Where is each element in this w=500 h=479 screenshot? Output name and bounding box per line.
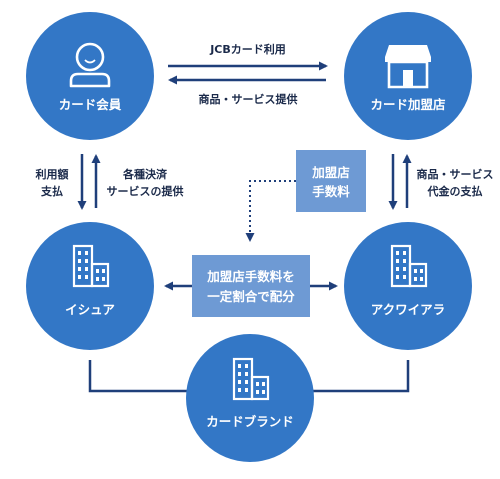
merchant-fee-label-1: 加盟店	[311, 165, 350, 180]
card-member-label: カード会員	[59, 97, 122, 112]
right-arrows	[388, 154, 412, 210]
merchant-fee-label-2: 手数料	[312, 184, 350, 199]
acquirer-node: アクワイアラ	[344, 222, 472, 350]
settlement-services-label-1: 各種決済	[122, 167, 168, 181]
issuer-label: イシュア	[65, 302, 115, 317]
goods-payment-label-1: 商品・サービス	[417, 167, 494, 181]
merchant-fee-box	[296, 150, 366, 212]
issuer-node: イシュア	[26, 222, 154, 350]
fee-split-label-1: 加盟店手数料を	[206, 269, 295, 284]
person-icon	[69, 42, 111, 88]
brand-node: カードブランド	[186, 334, 314, 462]
top-arrows	[168, 61, 328, 85]
storefront-icon	[385, 45, 431, 89]
settlement-services-label-2: サービスの提供	[107, 184, 184, 198]
building-icon	[72, 244, 110, 288]
left-arrows	[77, 154, 101, 210]
goods-payment-label-2: 代金の支払	[427, 184, 483, 198]
acquirer-label: アクワイアラ	[371, 302, 445, 317]
brand-connectors	[88, 360, 410, 393]
fee-split-box	[192, 255, 310, 317]
merchant-node: カード加盟店	[344, 12, 472, 140]
building-icon	[232, 357, 270, 401]
usage-payment-label-2: 支払	[40, 184, 63, 198]
usage-payment-label-1: 利用額	[36, 167, 69, 181]
jcb-usage-label: JCBカード利用	[209, 42, 286, 56]
merchant-fee-dotted-arrow	[245, 180, 296, 242]
acquirer-brand-connector	[300, 360, 410, 393]
fee-split-label-2: 一定割合で配分	[207, 289, 295, 304]
merchant-label: カード加盟店	[370, 97, 446, 112]
brand-label: カードブランド	[206, 414, 294, 429]
card-member-node: カード会員	[26, 12, 154, 140]
issuer-brand-connector	[88, 360, 200, 393]
building-icon	[390, 244, 428, 288]
goods-services-label: 商品・サービス提供	[199, 92, 298, 106]
